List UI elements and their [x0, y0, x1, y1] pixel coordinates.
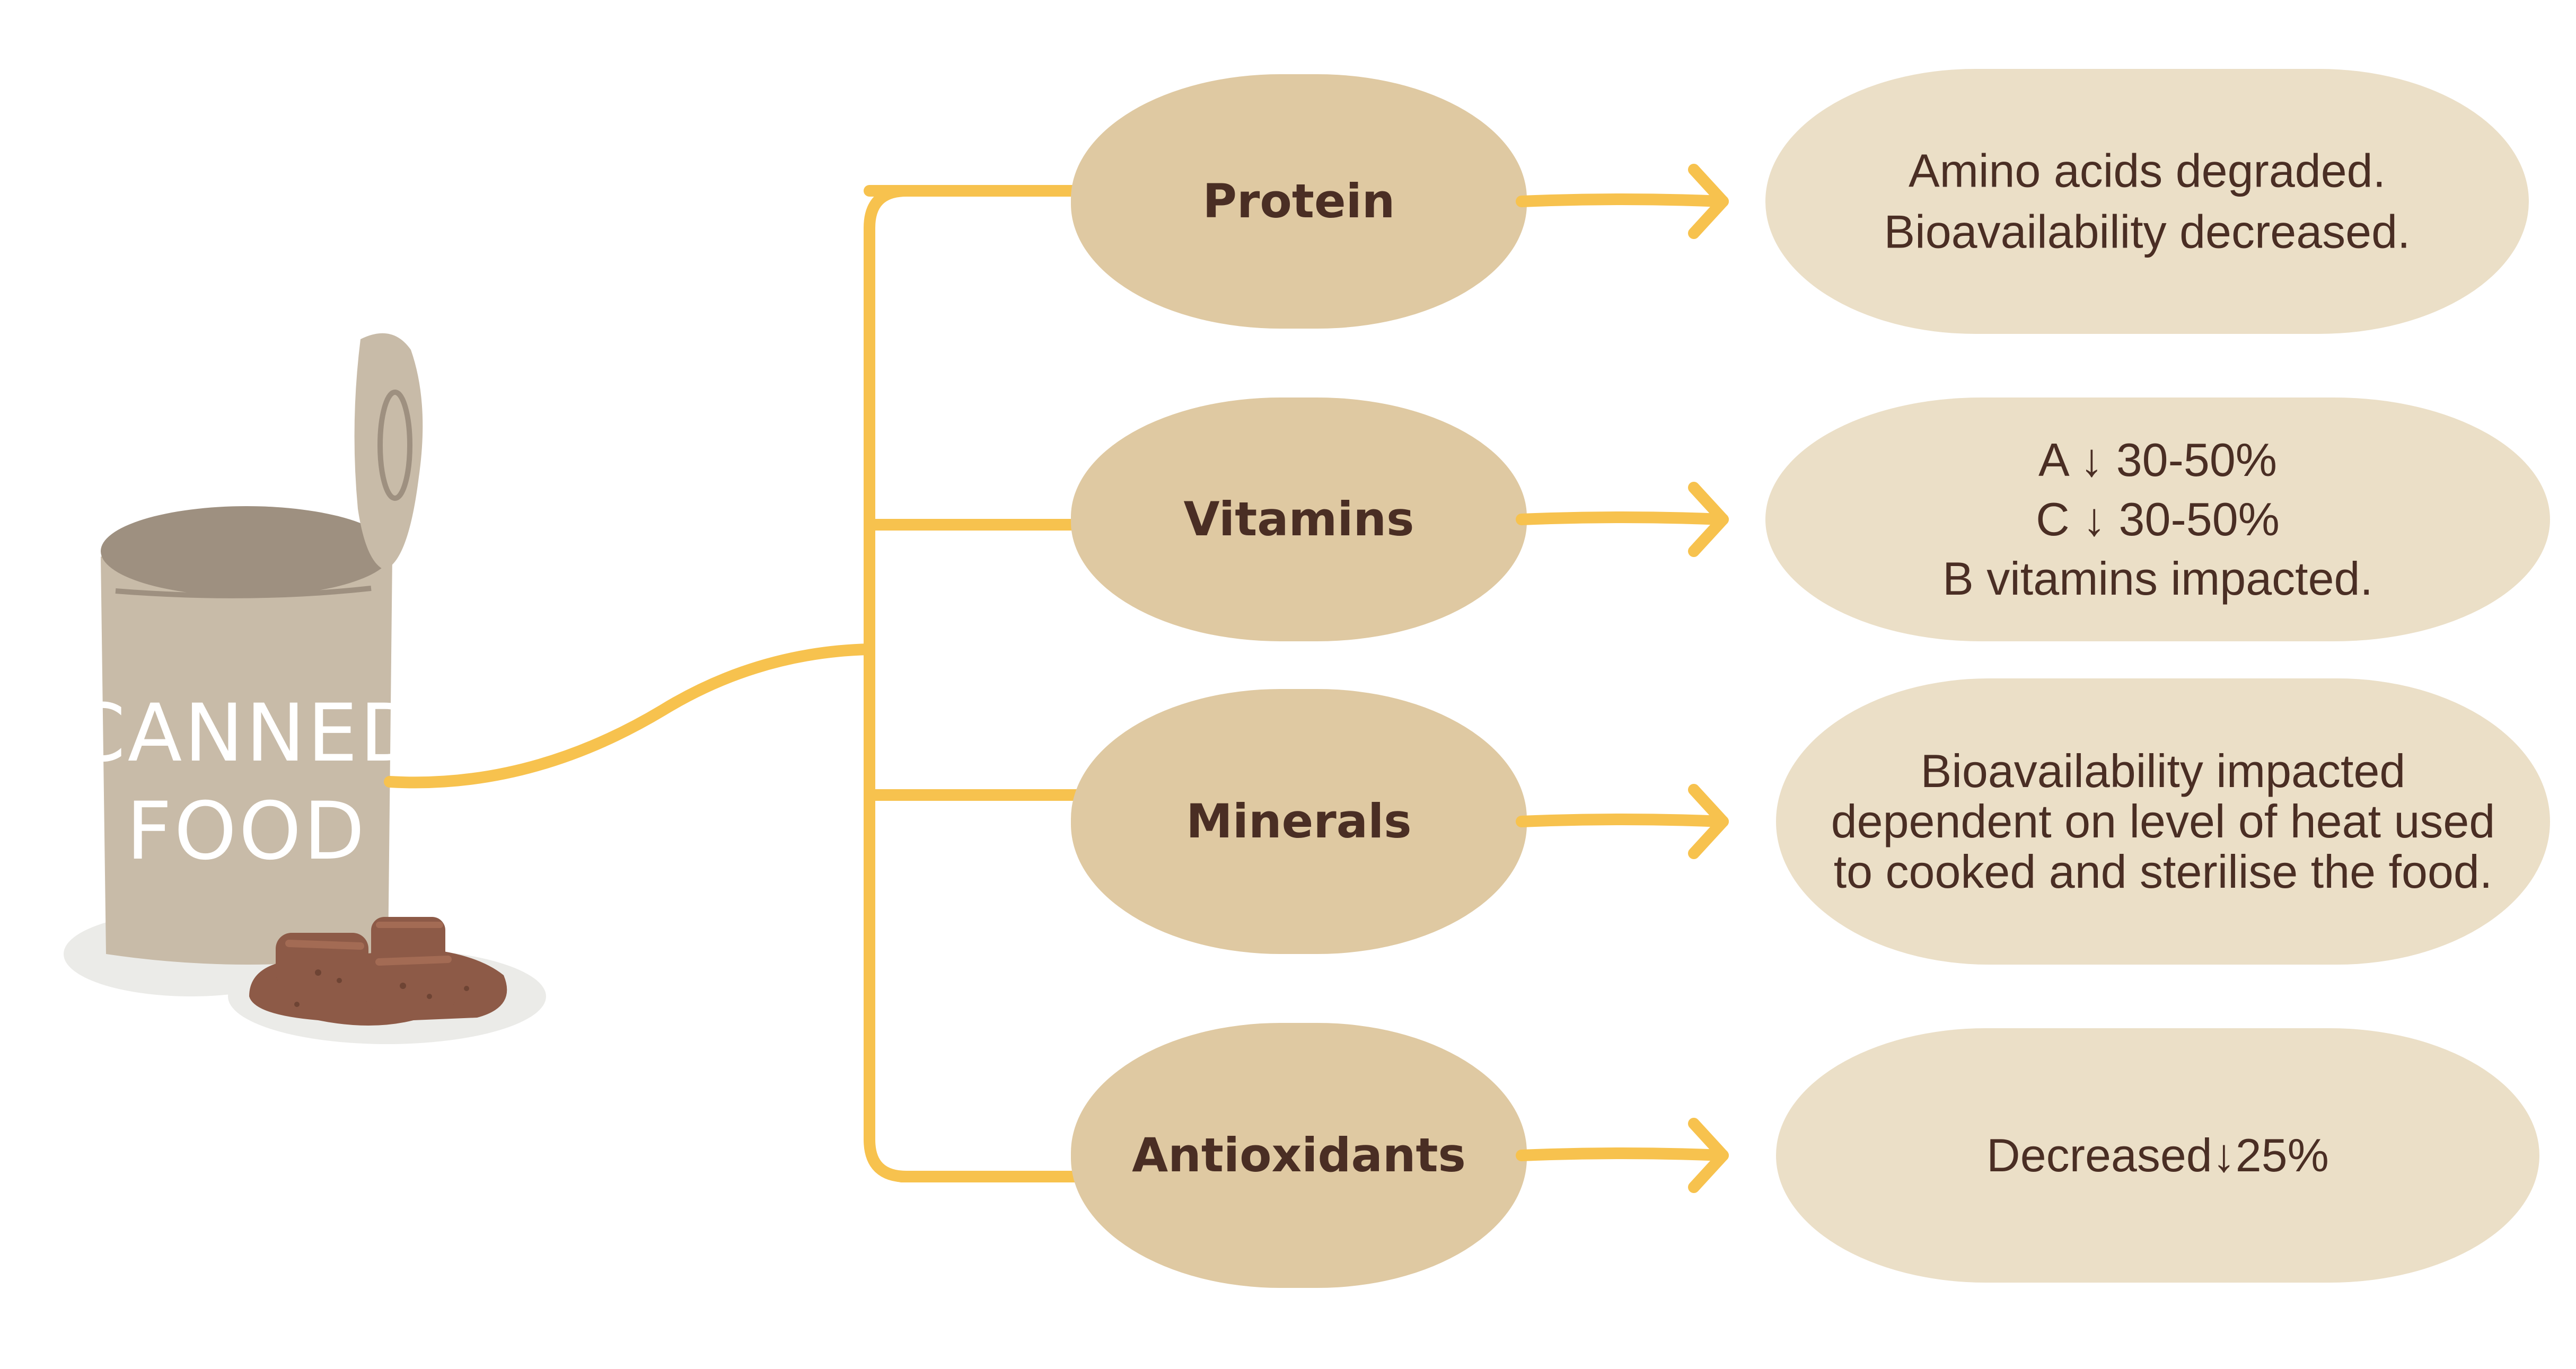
- arrowhead-minerals: [1688, 784, 1729, 859]
- can-label-line2: FOOD: [126, 785, 367, 878]
- category-blob-vitamins: [1071, 398, 1527, 641]
- food-speck: [427, 994, 432, 999]
- category-blob-minerals: [1071, 689, 1527, 954]
- arrowhead-antioxidants: [1688, 1118, 1729, 1193]
- can-rim-line: [115, 586, 372, 598]
- arrowhead-protein: [1688, 164, 1729, 239]
- effect-text-minerals: Bioavailability impacted: [1921, 745, 2406, 797]
- effect-blob-antioxidants: [1776, 1028, 2539, 1283]
- food-speck: [315, 969, 321, 976]
- category-label-vitamins: Vitamins: [1183, 492, 1414, 546]
- food-speck: [294, 1002, 300, 1007]
- effect-text-minerals: to cooked and sterilise the food.: [1834, 845, 2493, 898]
- source-connector: [384, 643, 875, 789]
- food-speck: [400, 983, 406, 989]
- canned-food-illustration: CANNED FOOD: [64, 333, 546, 1044]
- effect-text-vitamins: C ↓ 30-50%: [2036, 493, 2280, 545]
- category-row-antioxidants: Antioxidants Decreased↓25%: [1071, 1023, 2539, 1288]
- food-speck: [464, 986, 469, 991]
- arrowhead-vitamins: [1688, 482, 1729, 557]
- category-row-vitamins: Vitamins A ↓ 30-50% C ↓ 30-50% B vitamins i…: [1071, 398, 2550, 641]
- category-rows: Protein Amino acids degraded. Bioavailabil…: [1071, 69, 2550, 1288]
- effect-blob-vitamins: [1765, 398, 2550, 641]
- effect-text-vitamins: A ↓ 30-50%: [2038, 434, 2277, 486]
- effect-blob-protein: [1765, 69, 2529, 334]
- effect-blob-minerals: [1776, 678, 2550, 965]
- category-label-protein: Protein: [1203, 174, 1395, 228]
- can-label-line1: CANNED: [70, 687, 423, 780]
- category-label-minerals: Minerals: [1186, 794, 1411, 849]
- effect-text-minerals: dependent on level of heat used: [1831, 795, 2495, 847]
- arrow-minerals: [1516, 814, 1729, 827]
- can-open-lid: [354, 333, 423, 570]
- effect-text-vitamins: B vitamins impacted.: [1942, 552, 2373, 605]
- bracket-vertical: [864, 185, 912, 1182]
- connectors: [384, 185, 1082, 1182]
- arrow-protein: [1516, 193, 1729, 207]
- food-highlight-2: [375, 956, 452, 966]
- food-speck: [337, 978, 342, 983]
- category-row-protein: Protein Amino acids degraded. Bioavailabil…: [1071, 69, 2529, 334]
- effect-text-protein: Bioavailability decreased.: [1884, 206, 2410, 258]
- can-body: [101, 557, 392, 965]
- can-lid: [101, 506, 392, 596]
- arrow-vitamins: [1516, 511, 1729, 525]
- category-blob-protein: [1071, 74, 1527, 329]
- category-blob-antioxidants: [1071, 1023, 1527, 1288]
- food-chunks: [249, 917, 507, 1026]
- category-label-antioxidants: Antioxidants: [1132, 1128, 1466, 1182]
- food-chunk-3: [366, 954, 456, 1012]
- category-row-minerals: Minerals Bioavailability impacteddependen…: [1071, 678, 2550, 965]
- arrow-antioxidants: [1516, 1147, 1729, 1161]
- food-highlight-1: [285, 940, 364, 950]
- effect-text-protein: Amino acids degraded.: [1909, 145, 2386, 197]
- effect-text-antioxidants: Decreased↓25%: [1986, 1129, 2329, 1181]
- can-lid-ring: [377, 390, 412, 501]
